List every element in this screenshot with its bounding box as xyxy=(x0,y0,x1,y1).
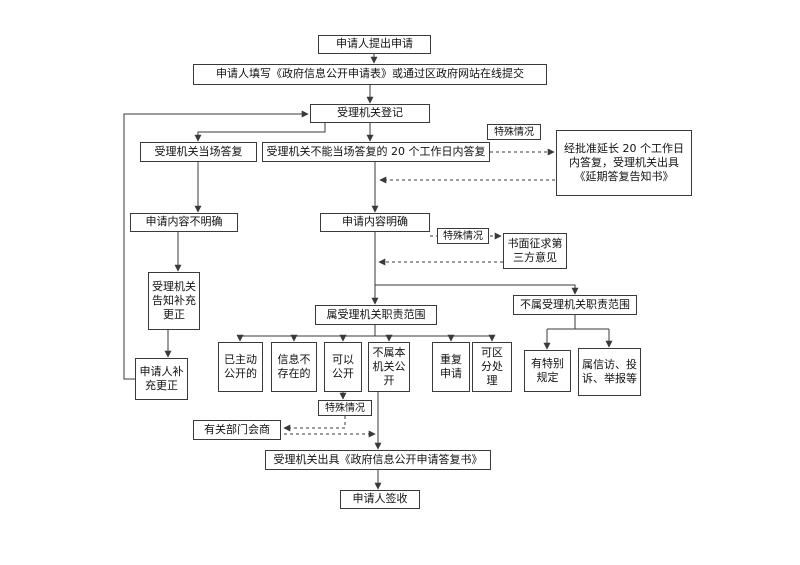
node-special-case-1: 特殊情况 xyxy=(487,124,541,140)
edge-register-to-onspot xyxy=(194,123,326,142)
node-thirdparty: 书面征求第三方意见 xyxy=(503,233,567,269)
edge-special3-to-consult xyxy=(283,416,346,432)
node-outscope: 不属受理机关职责范围 xyxy=(513,295,637,315)
node-not-onspot: 受理机关不能当场答复的 20 个工作日内答复 xyxy=(262,142,490,162)
node-repeat: 重复申请 xyxy=(432,342,470,392)
node-apply: 申请人提出申请 xyxy=(318,35,431,54)
node-form: 申请人填写《政府信息公开申请表》或通过区政府网站在线提交 xyxy=(193,64,547,85)
node-special-case-3: 特殊情况 xyxy=(318,400,372,416)
node-extend: 经批准延长 20 个工作日内答复，受理机关出具《延期答复告知书》 xyxy=(556,130,692,196)
node-nototherorg: 不属本机关公开 xyxy=(368,342,410,392)
node-register: 受理机关登记 xyxy=(310,104,430,123)
node-inscope: 属受理机关职责范围 xyxy=(315,305,437,325)
edge-outscope-trunk xyxy=(547,315,609,330)
node-sign: 申请人签收 xyxy=(340,490,420,509)
node-nonexistent: 信息不存在的 xyxy=(271,342,317,392)
node-unclear: 申请内容不明确 xyxy=(130,213,238,232)
node-supplement: 申请人补充更正 xyxy=(135,358,188,400)
node-notify: 受理机关告知补充更正 xyxy=(148,272,200,330)
node-clear: 申请内容明确 xyxy=(320,213,430,232)
edge-clear-to-outscope xyxy=(375,284,579,295)
node-onspot: 受理机关当场答复 xyxy=(140,142,257,162)
node-special-case-2: 特殊情况 xyxy=(437,228,489,244)
node-proactive: 已主动公开的 xyxy=(218,342,263,392)
node-consult: 有关部门会商 xyxy=(193,420,281,440)
node-separable: 可区分处理 xyxy=(472,342,512,392)
node-reply: 受理机关出具《政府信息公开申请答复书》 xyxy=(265,450,491,470)
edge-supplement-loop-to-register xyxy=(123,110,309,380)
node-specialrule: 有特别规定 xyxy=(524,350,571,392)
node-petition: 属信访、投诉、举报等 xyxy=(578,348,641,396)
node-public: 可以公开 xyxy=(324,342,362,392)
edge-inscope-trunk xyxy=(240,325,492,337)
